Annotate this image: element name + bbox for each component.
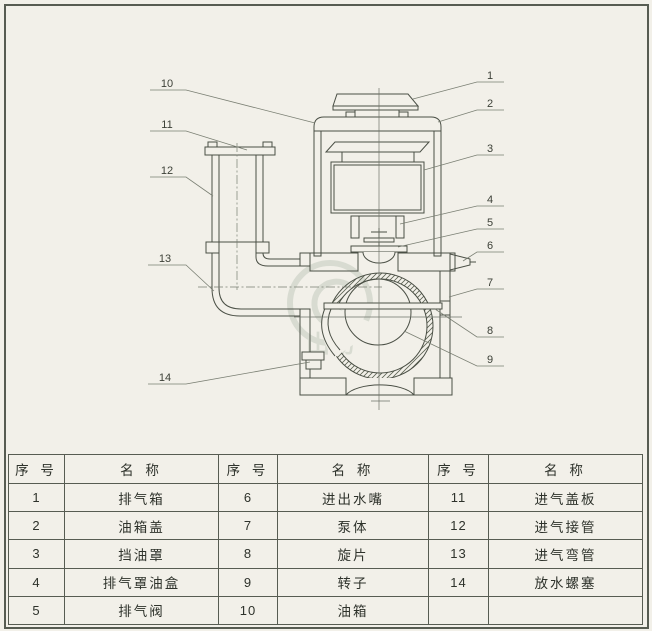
header-name-1: 名 称 (64, 454, 219, 484)
header-no-3: 序 号 (428, 454, 489, 484)
part-name-cell: 泵体 (277, 511, 429, 541)
callout-label-14: 14 (159, 372, 171, 384)
part-number-cell: 12 (428, 511, 489, 541)
table-row: 3 挡油罩 8 旋片 13 进气弯管 (8, 539, 643, 569)
part-number-cell: 5 (8, 595, 65, 626)
callout-label-5: 5 (487, 217, 493, 229)
part-number-cell: 10 (218, 595, 278, 626)
part-number-cell: 2 (8, 511, 65, 541)
inlet-pipe (204, 141, 301, 317)
callout-label-2: 2 (487, 98, 493, 110)
callout-label-4: 4 (487, 194, 493, 206)
part-name-cell: 排气箱 (64, 482, 219, 513)
part-number-cell: 14 (428, 567, 489, 597)
part-number-cell: 13 (428, 539, 489, 569)
header-name-3: 名 称 (488, 454, 643, 484)
part-name-cell (488, 595, 643, 626)
part-name-cell: 进气盖板 (488, 482, 643, 513)
callout-label-7: 7 (487, 277, 493, 289)
part-name-cell: 进出水嘴 (277, 482, 429, 513)
parts-table-container: 序 号 名 称 序 号 名 称 序 号 名 称 1 排气箱 6 进出水嘴 11 … (8, 454, 643, 626)
part-name-cell: 挡油罩 (64, 539, 219, 569)
part-number-cell: 9 (218, 567, 278, 597)
callout-label-10: 10 (161, 78, 173, 90)
part-number-cell: 7 (218, 511, 278, 541)
pump-cross-section-diagram: 山动 (148, 70, 504, 410)
callout-label-9: 9 (487, 354, 493, 366)
table-row: 2 油箱盖 7 泵体 12 进气接管 (8, 511, 643, 541)
part-name-cell: 旋片 (277, 539, 429, 569)
part-name-cell: 油箱 (277, 595, 429, 626)
callout-label-1: 1 (487, 70, 493, 82)
header-name-2: 名 称 (277, 454, 429, 484)
part-name-cell: 进气弯管 (488, 539, 643, 569)
callout-label-8: 8 (487, 325, 493, 337)
callout-numbers: 1 2 3 4 5 6 7 8 9 10 11 12 13 14 (159, 70, 493, 384)
callout-label-13: 13 (159, 253, 171, 265)
part-number-cell (428, 595, 489, 626)
oil-baffle-and-valve (324, 141, 431, 264)
part-number-cell: 8 (218, 539, 278, 569)
table-row: 5 排气阀 10 油箱 (8, 595, 643, 626)
part-name-cell: 进气接管 (488, 511, 643, 541)
part-number-cell: 6 (218, 482, 278, 513)
header-no-2: 序 号 (218, 454, 278, 484)
part-name-cell: 油箱盖 (64, 511, 219, 541)
pump-body (299, 252, 476, 402)
parts-table: 序 号 名 称 序 号 名 称 序 号 名 称 1 排气箱 6 进出水嘴 11 … (8, 454, 643, 626)
callout-label-6: 6 (487, 240, 493, 252)
part-name-cell: 排气阀 (64, 595, 219, 626)
callout-label-3: 3 (487, 143, 493, 155)
part-name-cell: 放水螺塞 (488, 567, 643, 597)
table-row: 1 排气箱 6 进出水嘴 11 进气盖板 (8, 482, 643, 513)
part-number-cell: 4 (8, 567, 65, 597)
part-name-cell: 排气罩油盒 (64, 567, 219, 597)
centerlines (198, 88, 462, 410)
parts-table-header-row: 序 号 名 称 序 号 名 称 序 号 名 称 (8, 454, 643, 484)
header-no-1: 序 号 (8, 454, 65, 484)
callout-label-12: 12 (161, 165, 173, 177)
table-row: 4 排气罩油盒 9 转子 14 放水螺塞 (8, 567, 643, 597)
part-name-cell: 转子 (277, 567, 429, 597)
part-number-cell: 1 (8, 482, 65, 513)
callout-label-11: 11 (161, 119, 172, 131)
part-number-cell: 3 (8, 539, 65, 569)
callout-leaders (148, 81, 504, 385)
part-number-cell: 11 (428, 482, 489, 513)
